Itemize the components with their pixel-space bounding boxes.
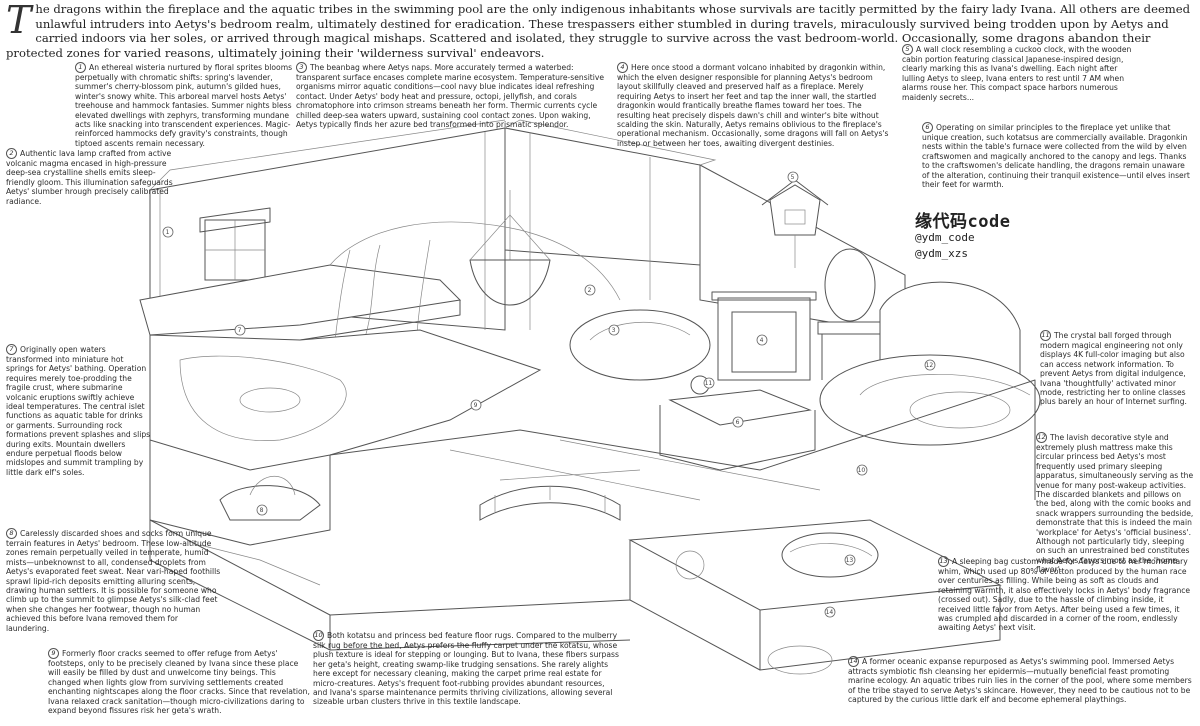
note-number: 1 (75, 62, 86, 73)
note-number: 10 (313, 630, 324, 641)
note-number: 9 (48, 648, 59, 659)
svg-text:7: 7 (238, 327, 242, 334)
princess-bed (819, 281, 1041, 446)
intro-text: he dragons within the fireplace and the … (6, 2, 1191, 60)
scene-markers: 1 7 8 9 3 4 5 6 10 11 12 13 14 2 (162, 171, 936, 618)
svg-text:1: 1 (166, 229, 170, 236)
svg-text:12: 12 (926, 362, 934, 369)
note-text: An ethereal wisteria nurtured by floral … (75, 63, 293, 148)
credit-handle-2: @ydm_xzs (915, 247, 968, 260)
svg-text:10: 10 (858, 467, 866, 474)
note-number: 7 (6, 344, 17, 355)
intro-dropcap: T (6, 0, 32, 42)
credit-handle-1: @ydm_code (915, 231, 975, 244)
svg-text:8: 8 (260, 507, 264, 514)
note-text: Authentic lava lamp crafted from active … (6, 149, 173, 206)
note-number: 6 (922, 122, 933, 133)
window (199, 207, 271, 281)
hot-spring (149, 329, 542, 546)
svg-text:3: 3 (612, 327, 616, 334)
note-text: A former oceanic expanse repurposed as A… (848, 657, 1192, 705)
note-number: 3 (296, 62, 307, 73)
vanity-mirror (817, 248, 887, 380)
svg-text:2: 2 (588, 287, 592, 294)
note-number: 8 (6, 528, 17, 539)
note-text: Carelessly discarded shoes and socks for… (6, 529, 221, 633)
note-text: Both kotatsu and princess bed feature fl… (313, 631, 619, 707)
note-text: Operating on similar principles to the f… (922, 123, 1190, 190)
note-text: The beanbag where Aetys naps. More accur… (296, 63, 605, 130)
svg-text:13: 13 (846, 557, 854, 564)
floor (329, 379, 1036, 501)
note-text: The lavish decorative style and extremel… (1036, 433, 1194, 575)
note-number: 5 (902, 44, 913, 55)
artist-credit: 缘代码code @ydm_code @ydm_xzs (915, 214, 1010, 262)
svg-text:11: 11 (705, 380, 713, 387)
svg-text:6: 6 (736, 419, 740, 426)
note-number: 11 (1040, 330, 1051, 341)
note-text: A wall clock resembling a cuckoo clock, … (902, 45, 1132, 102)
note-number: 12 (1036, 432, 1047, 443)
note-number: 14 (848, 656, 859, 667)
sleeping-bag (781, 532, 879, 578)
note-text: The crystal ball forged through modern m… (1040, 331, 1187, 407)
svg-text:4: 4 (760, 337, 764, 344)
svg-text:5: 5 (791, 174, 795, 181)
svg-text:14: 14 (826, 609, 834, 616)
note-text: A sleeping bag custom-made for Aetys due… (938, 557, 1191, 633)
note-text: Originally open waters transformed into … (6, 345, 151, 477)
hanging-chair (469, 190, 551, 306)
note-text: Here once stood a dormant volcano inhabi… (617, 63, 889, 148)
credit-name: 缘代码code (915, 212, 1011, 232)
note-number: 2 (6, 148, 17, 159)
bridge (479, 485, 621, 521)
floor-slab (149, 519, 631, 651)
note-number: 13 (938, 556, 949, 567)
note-text: Formerly floor cracks seemed to offer re… (48, 649, 310, 716)
svg-text:9: 9 (474, 402, 478, 409)
beanbag (569, 309, 711, 381)
note-number: 4 (617, 62, 628, 73)
shoes-terrain (219, 475, 321, 521)
